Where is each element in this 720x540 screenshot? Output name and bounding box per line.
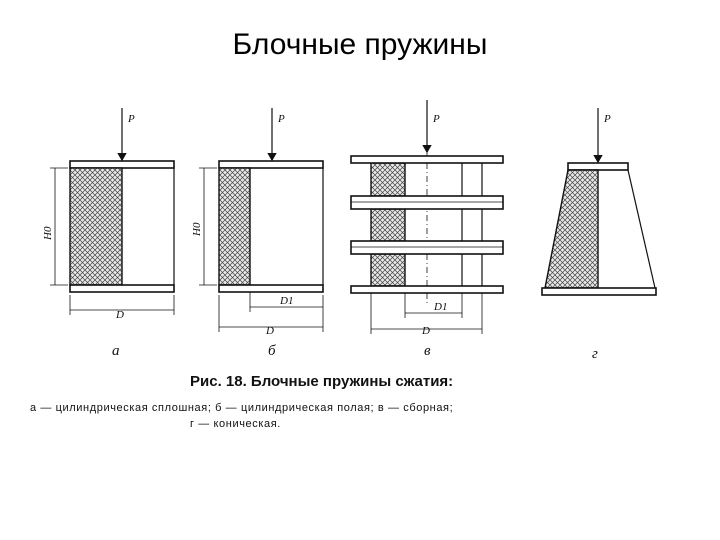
- elastic-block-b: [218, 167, 251, 286]
- height-label-b: H0: [191, 222, 203, 237]
- elastic-block-a: [69, 167, 123, 286]
- load-label-a: P: [127, 113, 135, 125]
- sublabel-a: а: [112, 343, 120, 359]
- height-label-a: H0: [42, 226, 54, 241]
- bottom-plate-d: [541, 287, 657, 296]
- load-label-c: P: [432, 113, 440, 125]
- load-label-d: P: [603, 113, 611, 125]
- diameter-label-a: D: [115, 309, 124, 321]
- spring-hollow-cylindrical: P H0 D1 D б: [191, 108, 324, 359]
- bottom-plate-b: [218, 284, 324, 293]
- legend-line-2: г — коническая.: [190, 418, 281, 430]
- spring-conical: P г: [541, 108, 657, 362]
- top-plate-a: [69, 160, 175, 169]
- sublabel-c: в: [424, 343, 431, 359]
- load-label-b: P: [277, 113, 285, 125]
- spring-solid-cylindrical: P H0 D а: [42, 108, 175, 359]
- sublabel-d: г: [592, 346, 598, 362]
- plate-c-2: [350, 195, 504, 210]
- elastic-block-d: [544, 169, 599, 289]
- plate-c-4: [350, 285, 504, 294]
- legend-line-1: а — цилиндрическая сплошная; б — цилиндр…: [30, 402, 453, 414]
- inner-diameter-label-c: D1: [433, 301, 447, 313]
- bottom-plate-a: [69, 284, 175, 293]
- top-plate-b: [218, 160, 324, 169]
- top-plate-d: [567, 162, 629, 171]
- diameter-label-c: D: [421, 325, 430, 337]
- plate-c-1: [350, 155, 504, 164]
- spring-assembled: P D1 D в: [350, 100, 504, 359]
- slide-title: Блочные пружины: [232, 28, 488, 61]
- plate-c-3: [350, 240, 504, 255]
- inner-diameter-label-b: D1: [279, 295, 293, 307]
- sublabel-b: б: [268, 343, 276, 359]
- figure-caption: Рис. 18. Блочные пружины сжатия:: [190, 373, 453, 390]
- diameter-label-b: D: [265, 325, 274, 337]
